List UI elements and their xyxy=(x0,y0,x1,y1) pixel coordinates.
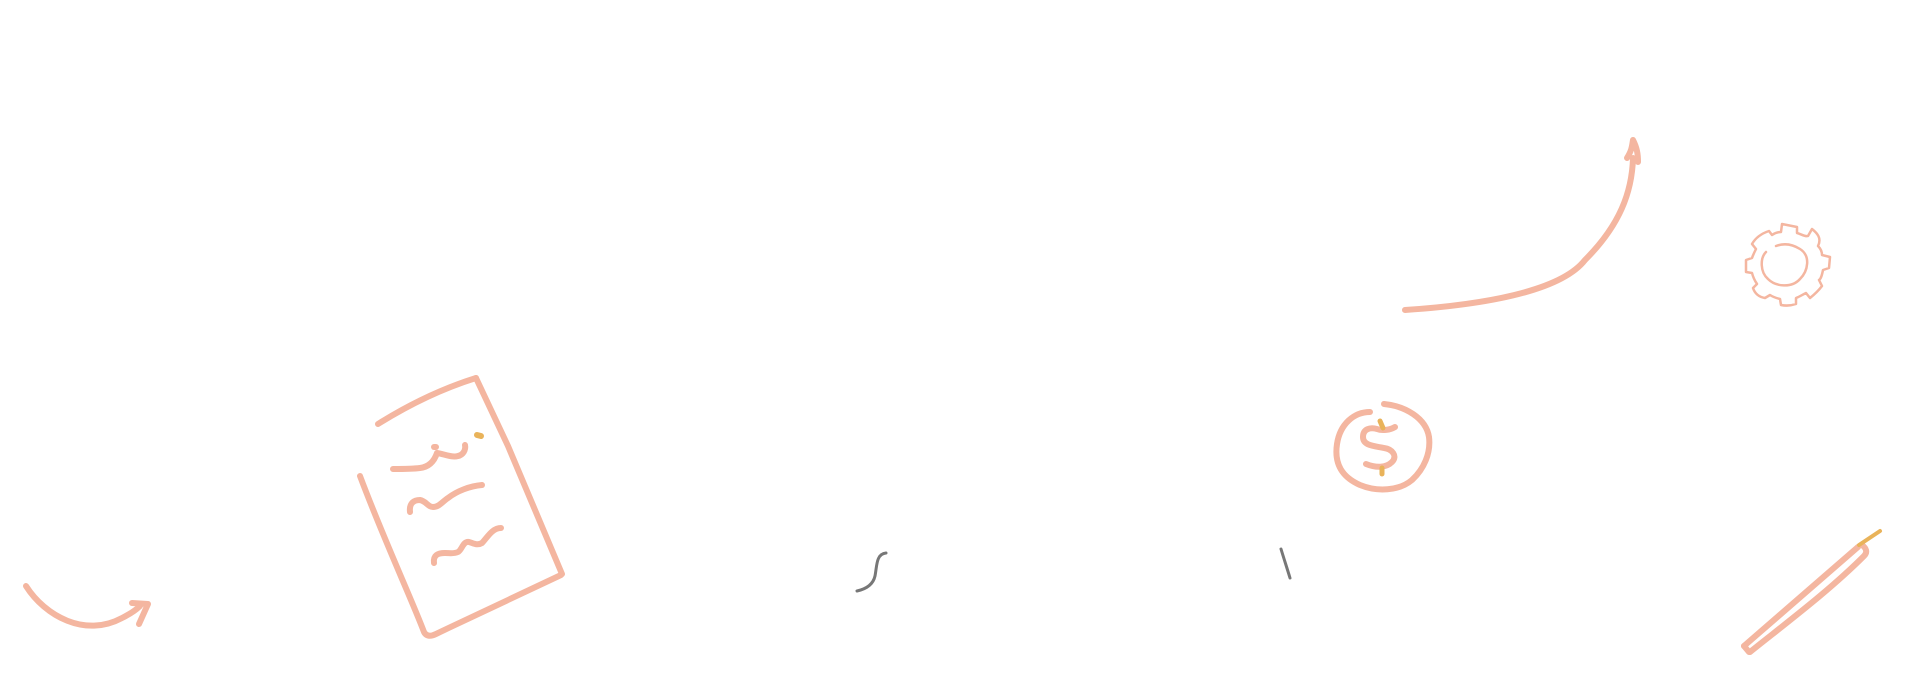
gear-icon xyxy=(1744,222,1832,307)
document-icon xyxy=(357,375,565,639)
squiggle-mark-1 xyxy=(855,551,888,593)
pencil-icon xyxy=(1741,529,1882,655)
squiggle-mark-2 xyxy=(1279,547,1292,580)
curved-arrow-icon-left xyxy=(23,583,151,629)
dollar-coin-icon xyxy=(1333,401,1433,493)
sweeping-arrow-icon xyxy=(1402,137,1641,313)
